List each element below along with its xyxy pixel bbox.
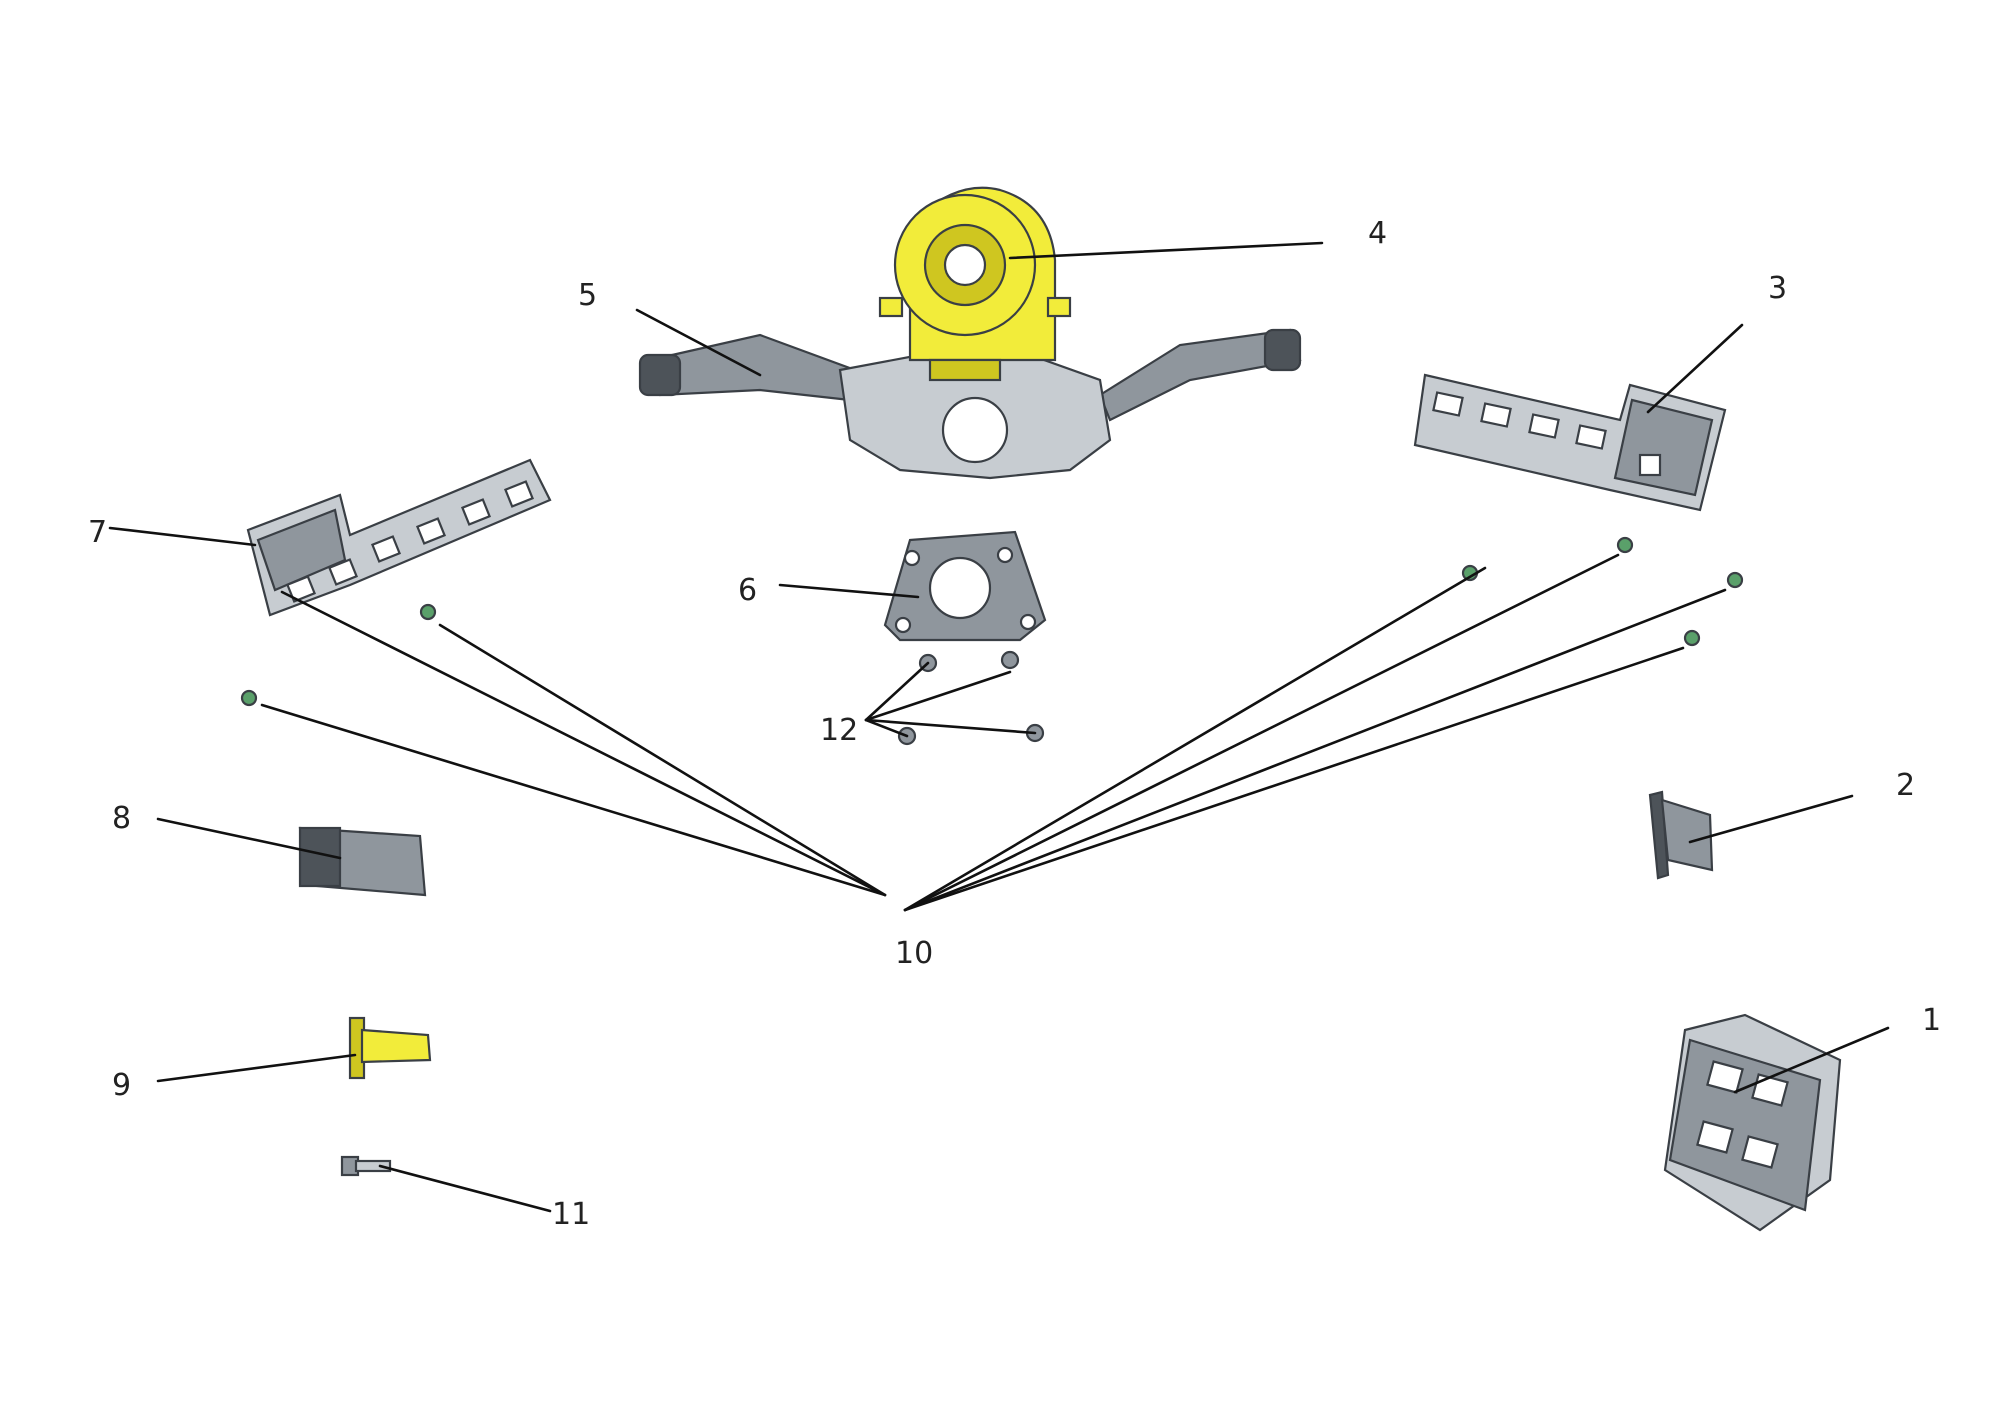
leader-8 [156,817,342,860]
part-switch-panel-left [246,458,552,617]
leader-lines [108,241,1890,1213]
callout-labels: 4 5 3 7 6 12 8 10 9 11 2 1 [88,216,1941,1232]
leader-10g [903,646,1685,912]
part-small-switch-2 [1648,790,1714,880]
part-combination-switch [638,186,1302,480]
callout-3: 3 [1768,271,1787,306]
leader-12d [864,718,1037,735]
leader-10d [903,566,1487,912]
part-connector-9 [348,1016,432,1080]
callout-5: 5 [578,278,597,313]
part-switch-panel-right [1413,373,1727,512]
callout-12: 12 [820,713,858,748]
leader-7 [108,526,257,547]
leader-11 [378,1164,552,1213]
part-small-switch-8 [298,826,427,897]
leader-5 [635,308,762,377]
leader-1 [1733,1026,1890,1094]
callout-10: 10 [895,936,933,971]
callout-2: 2 [1896,768,1915,803]
leader-12a [864,661,930,722]
part-clips-10 [240,536,1744,707]
part-mounting-plate [883,530,1047,642]
leader-9 [156,1053,357,1083]
callout-8: 8 [112,801,131,836]
leader-10b [280,590,887,897]
leader-6 [778,583,920,599]
leader-12b [864,670,1012,722]
callout-9: 9 [112,1068,131,1103]
leader-10a [260,703,887,897]
callout-7: 7 [88,515,107,550]
part-screws-12 [897,650,1045,746]
part-window-switch-1 [1663,1013,1842,1232]
leader-2 [1688,794,1854,844]
callout-4: 4 [1368,216,1387,251]
leader-3 [1646,323,1744,414]
leader-10c [438,623,887,897]
callout-1: 1 [1922,1003,1941,1038]
leader-10e [903,553,1620,912]
callout-11: 11 [552,1197,590,1232]
leader-10f [903,588,1727,912]
part-bolt-11 [340,1155,392,1177]
leader-4 [1008,241,1324,260]
leader-12c [864,718,909,738]
callout-6: 6 [738,573,757,608]
